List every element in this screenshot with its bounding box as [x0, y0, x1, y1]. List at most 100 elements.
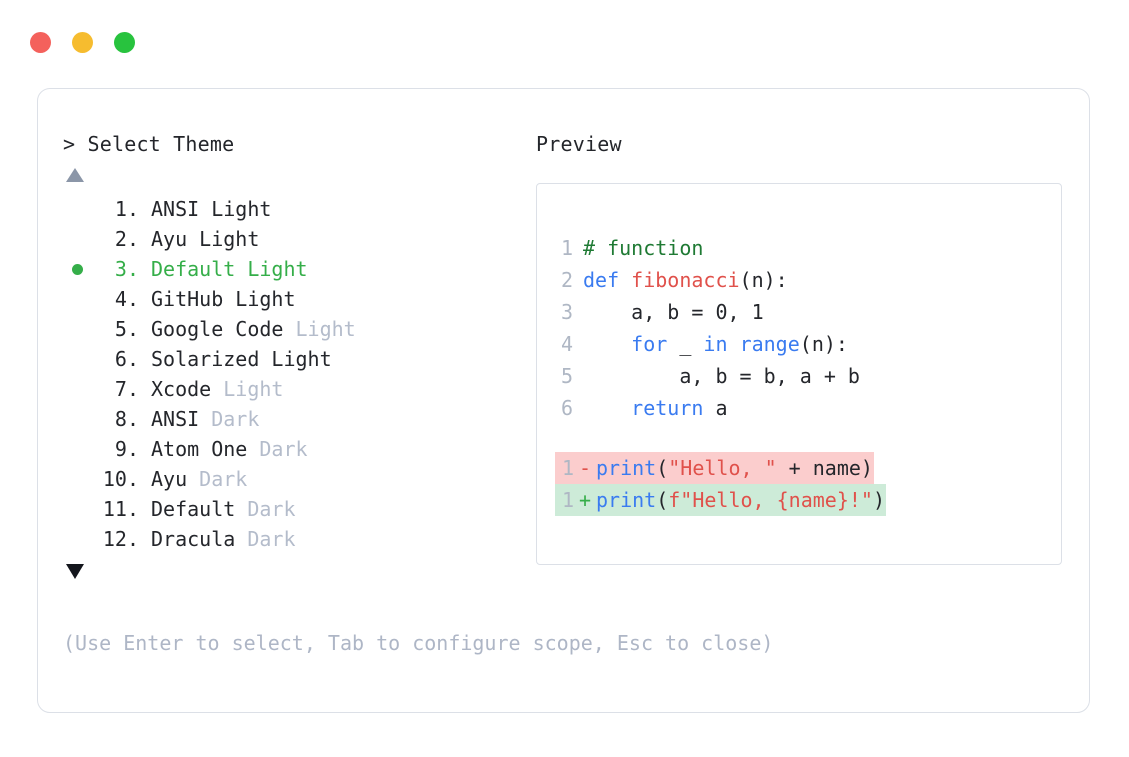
- scroll-up-arrow-icon[interactable]: [66, 168, 84, 182]
- theme-item-name: Ayu: [151, 227, 188, 251]
- code-token: [583, 396, 631, 420]
- theme-item-index: 12.: [102, 527, 139, 551]
- code-line-number: 4: [560, 332, 573, 356]
- code-token: ): [872, 488, 886, 512]
- theme-item-spacer: [187, 227, 199, 251]
- scroll-down-arrow-icon[interactable]: [66, 564, 84, 579]
- theme-item-spacer: [235, 497, 247, 521]
- code-token: a, b = b, a + b: [583, 364, 860, 388]
- diff-line-number: 1: [561, 488, 574, 512]
- code-line-content: def fibonacci(n):: [573, 264, 788, 296]
- selection-bullet-icon: [63, 494, 91, 524]
- theme-item-index: 1.: [114, 197, 139, 221]
- code-token: a: [703, 396, 728, 420]
- theme-item-variant: Light: [295, 317, 356, 341]
- theme-item-label: ANSI Dark: [139, 404, 259, 434]
- theme-item-label: Dracula Dark: [139, 524, 296, 554]
- theme-item-spacer: [235, 257, 247, 281]
- theme-list-item[interactable]: 7. Xcode Light: [63, 374, 523, 404]
- code-token: _: [667, 332, 704, 356]
- code-line-content: a, b = b, a + b: [573, 360, 860, 392]
- theme-item-variant: Light: [223, 377, 284, 401]
- code-line-number: 2: [560, 268, 573, 292]
- diff-highlight: 1-print("Hello, " + name): [555, 452, 874, 484]
- code-token: return: [631, 396, 704, 420]
- code-token: "Hello, ": [668, 456, 777, 480]
- theme-item-name: ANSI: [151, 407, 200, 431]
- theme-item-name: Atom One: [151, 437, 248, 461]
- selection-bullet-icon: [63, 314, 91, 344]
- theme-item-spacer: [235, 527, 247, 551]
- theme-item-label: ANSI Light: [139, 194, 271, 224]
- theme-item-variant: Dark: [211, 407, 260, 431]
- diff-line-content: print("Hello, " + name): [596, 452, 873, 484]
- selection-bullet-icon: [63, 284, 91, 314]
- selection-bullet-icon: [63, 374, 91, 404]
- theme-list-item[interactable]: 8.ANSI Dark: [63, 404, 523, 434]
- theme-item-index: 7.: [114, 377, 139, 401]
- theme-item-label: Ayu Dark: [139, 464, 247, 494]
- theme-item-index: 2.: [114, 227, 139, 251]
- minimize-window-button[interactable]: [72, 32, 93, 53]
- selection-bullet-icon: [63, 194, 91, 224]
- theme-list-item[interactable]: 5.Google Code Light: [63, 314, 523, 344]
- theme-item-name: Default: [151, 497, 236, 521]
- code-token: fibonacci: [631, 268, 740, 292]
- theme-item-name: ANSI: [151, 197, 200, 221]
- theme-item-name: GitHub: [151, 287, 224, 311]
- diff-sign: +: [578, 488, 592, 512]
- theme-list-item[interactable]: 1.ANSI Light: [63, 194, 523, 224]
- theme-list-item[interactable]: 9.Atom One Dark: [63, 434, 523, 464]
- code-token: [583, 332, 631, 356]
- theme-item-name: Ayu: [151, 467, 188, 491]
- code-token: [728, 332, 740, 356]
- code-line-content: a, b = 0, 1: [573, 296, 764, 328]
- theme-item-variant: Light: [199, 227, 260, 251]
- selection-bullet-icon: [63, 434, 91, 464]
- code-line: 4 for _ in range(n):: [555, 328, 1059, 360]
- theme-item-variant: Light: [271, 347, 332, 371]
- theme-list-item[interactable]: 10.Ayu Dark: [63, 464, 523, 494]
- theme-item-spacer: [223, 287, 235, 311]
- theme-item-name: Xcode: [151, 377, 212, 401]
- theme-list-item[interactable]: 6.Solarized Light: [63, 344, 523, 374]
- close-window-button[interactable]: [30, 32, 51, 53]
- theme-item-index: 3.: [114, 257, 139, 281]
- theme-item-spacer: [259, 347, 271, 371]
- code-line-number: 6: [560, 396, 573, 420]
- theme-item-name: Dracula: [151, 527, 236, 551]
- theme-item-label: Atom One Dark: [139, 434, 308, 464]
- keyboard-hint: (Use Enter to select, Tab to configure s…: [63, 631, 774, 655]
- prompt-title: > Select Theme: [63, 132, 235, 156]
- theme-item-label: Solarized Light: [139, 344, 332, 374]
- selection-bullet-icon: [63, 224, 91, 254]
- theme-item-name: Google Code: [151, 317, 284, 341]
- code-line-content: for _ in range(n):: [573, 328, 848, 360]
- theme-item-spacer: [283, 317, 295, 341]
- theme-list-item[interactable]: 11.Default Dark: [63, 494, 523, 524]
- code-line-content: # function: [573, 232, 703, 264]
- theme-list-item[interactable]: 4.GitHub Light: [63, 284, 523, 314]
- zoom-window-button[interactable]: [114, 32, 135, 53]
- theme-list-item[interactable]: 12.Dracula Dark: [63, 524, 523, 554]
- theme-list-item[interactable]: 3.Default Light: [63, 254, 523, 284]
- code-line: 5 a, b = b, a + b: [555, 360, 1059, 392]
- code-token: a, b = 0, 1: [583, 300, 764, 324]
- theme-item-label: Google Code Light: [139, 314, 356, 344]
- code-token: print: [596, 488, 657, 512]
- code-token: f"Hello, {name}!": [668, 488, 873, 512]
- diff-line-number: 1: [561, 456, 574, 480]
- code-line-number: 3: [560, 300, 573, 324]
- theme-item-index: 11.: [102, 497, 139, 521]
- theme-list-item[interactable]: 2. Ayu Light: [63, 224, 523, 254]
- code-token: (: [656, 456, 669, 480]
- code-token: print: [596, 456, 657, 480]
- theme-item-index: 6.: [114, 347, 139, 371]
- theme-item-spacer: [247, 437, 259, 461]
- selection-bullet-icon: [63, 404, 91, 434]
